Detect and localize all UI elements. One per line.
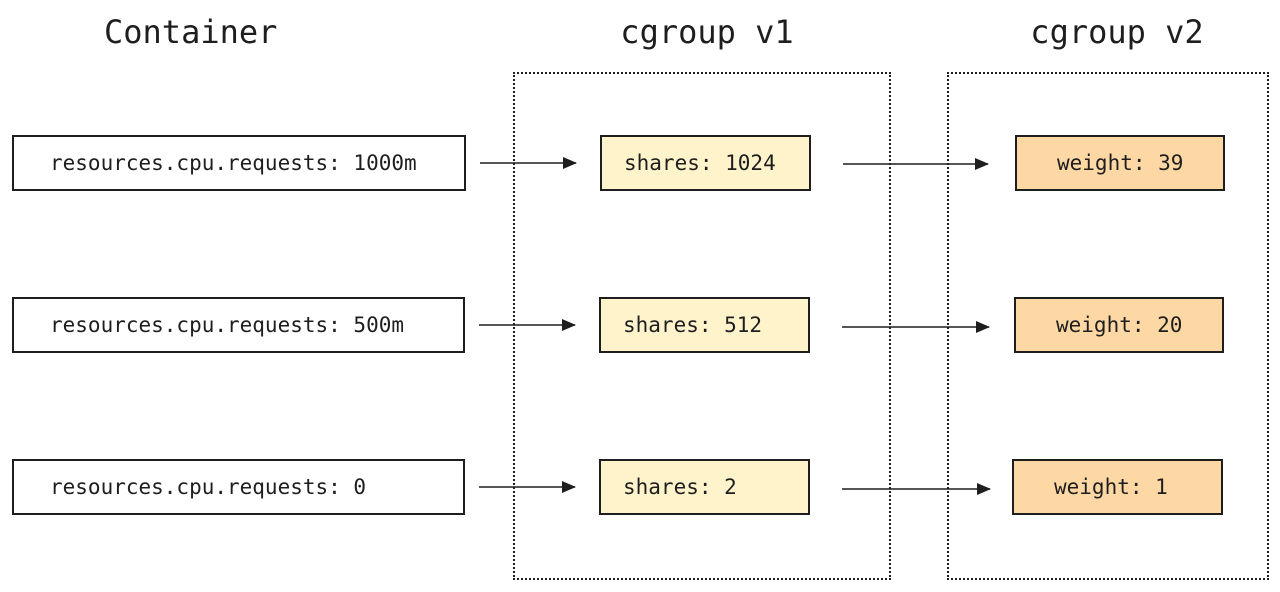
container-column-title: Container	[104, 13, 278, 51]
cpu-request-box-0: resources.cpu.requests: 0	[12, 459, 465, 515]
cgroup-v1-column-title: cgroup v1	[620, 13, 794, 51]
cgroup-v2-column-title: cgroup v2	[1030, 13, 1204, 51]
cgroup-v1-shares-box-2: shares: 2	[599, 459, 810, 515]
cgroup-v2-weight-box-39: weight: 39	[1015, 135, 1225, 191]
cgroup-v2-weight-box-1: weight: 1	[1012, 459, 1223, 515]
cpu-request-box-1000m: resources.cpu.requests: 1000m	[12, 135, 466, 191]
cpu-request-box-500m: resources.cpu.requests: 500m	[12, 297, 465, 353]
cgroup-v1-shares-box-1024: shares: 1024	[600, 135, 811, 191]
cgroup-v1-shares-box-512: shares: 512	[599, 297, 810, 353]
cgroup-v2-weight-box-20: weight: 20	[1014, 297, 1224, 353]
cgroup-v1-group-frame	[513, 72, 891, 580]
cgroup-v2-group-frame	[947, 72, 1269, 580]
